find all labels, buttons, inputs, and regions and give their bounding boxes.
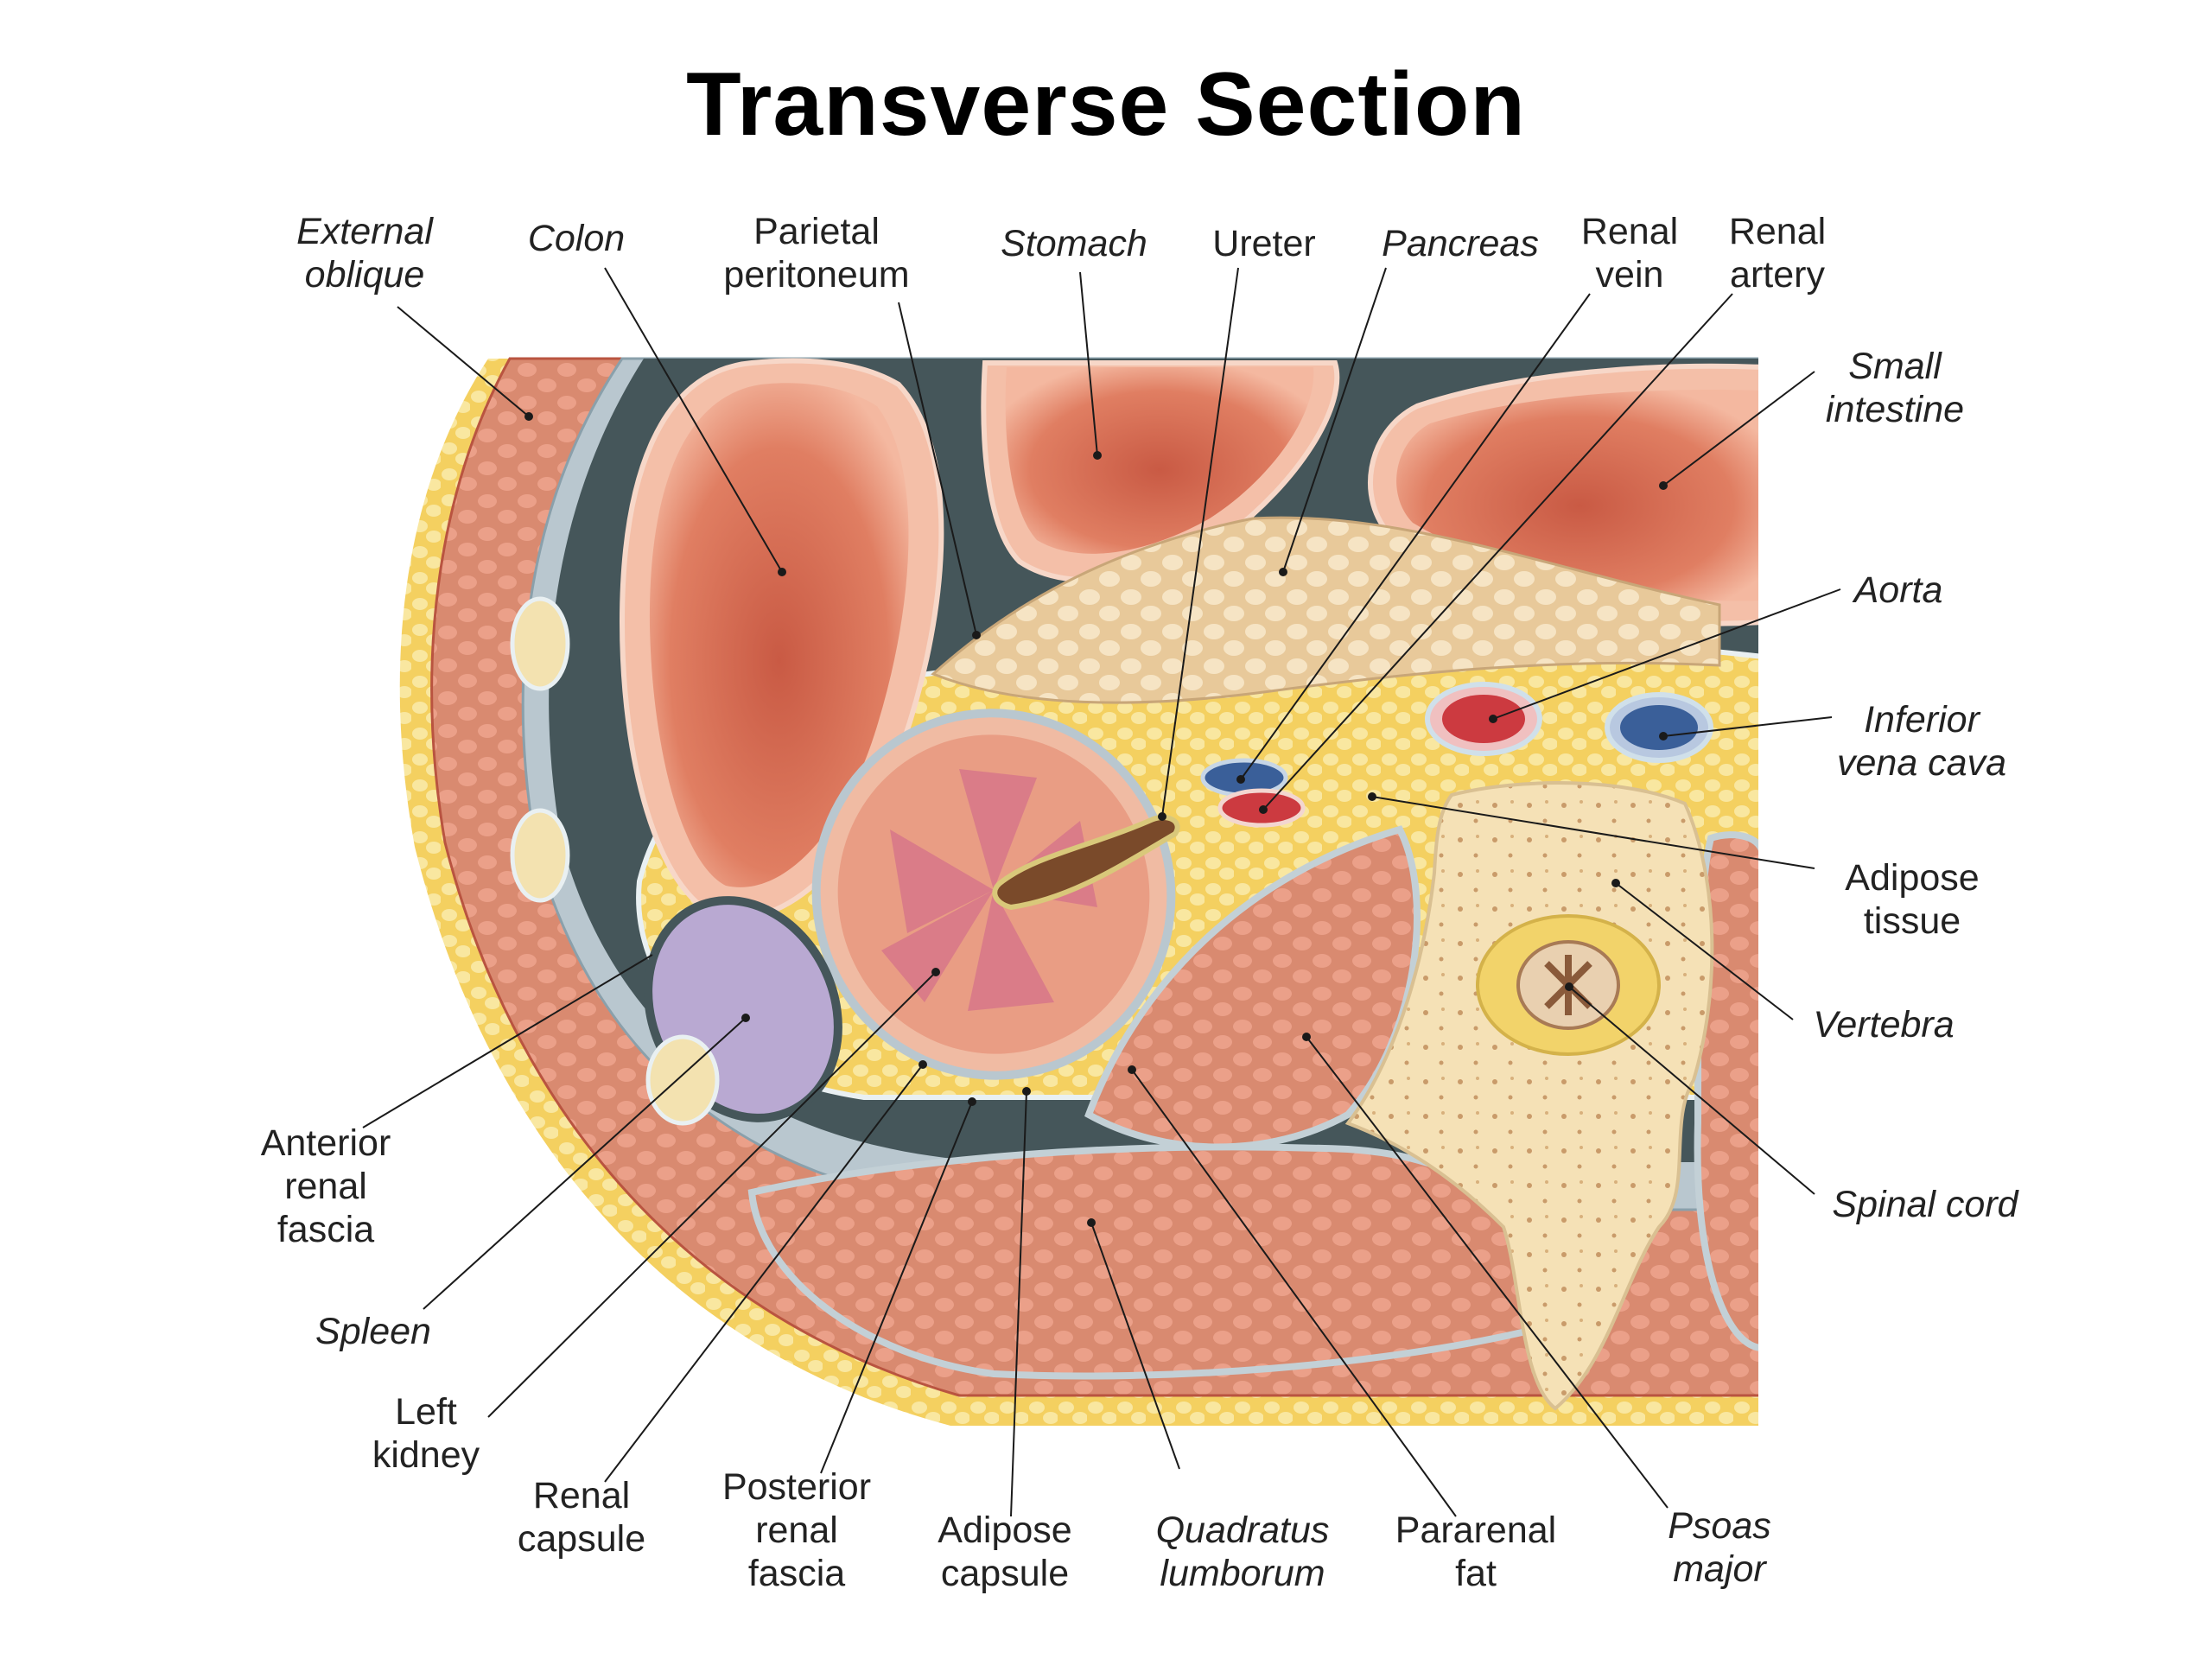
label-left-kidney: Left kidney (372, 1391, 480, 1476)
label-posterior-renal-fascia-line2: renal (755, 1510, 838, 1551)
label-adipose-tissue-line1: Adipose (1845, 857, 1979, 899)
label-quadratus-lumborum-line2: lumborum (1160, 1553, 1325, 1594)
label-aorta: Aorta (1852, 569, 1943, 611)
label-anterior-renal-fascia-line3: fascia (277, 1209, 374, 1250)
label-psoas-major-line1: Psoas (1668, 1505, 1771, 1547)
label-psoas-major: Psoas major (1668, 1505, 1771, 1590)
label-pancreas: Pancreas (1382, 223, 1539, 264)
label-parietal-peritoneum: Parietal peritoneum (723, 211, 909, 296)
label-adipose-tissue: Adipose tissue (1845, 857, 1979, 942)
label-external-oblique-line1: External (296, 211, 434, 252)
label-renal-vein-line1: Renal (1581, 211, 1678, 252)
label-renal-capsule: Renal capsule (518, 1475, 645, 1560)
stomach-lumen (1005, 367, 1314, 554)
ivc-lumen (1620, 705, 1698, 750)
label-left-kidney-line1: Left (395, 1391, 457, 1433)
label-posterior-renal-fascia: Posterior renal fascia (722, 1466, 871, 1594)
wall-vessel-bundle-2 (510, 808, 570, 903)
label-small-intestine-line2: intestine (1826, 389, 1964, 430)
label-adipose-capsule-line2: capsule (941, 1553, 1069, 1594)
label-small-intestine-line1: Small (1848, 346, 1942, 387)
label-adipose-capsule: Adipose capsule (938, 1510, 1071, 1594)
label-colon: Colon (528, 218, 625, 259)
label-psoas-major-line2: major (1673, 1548, 1767, 1590)
label-ureter: Ureter (1212, 223, 1315, 264)
label-quadratus-lumborum: Quadratus lumborum (1156, 1510, 1330, 1594)
label-spleen: Spleen (315, 1311, 431, 1352)
label-stomach: Stomach (1001, 223, 1147, 264)
page-title: Transverse Section (686, 54, 1526, 155)
colon-lumen (649, 383, 909, 887)
label-left-kidney-line2: kidney (372, 1434, 480, 1476)
label-renal-capsule-line2: capsule (518, 1518, 645, 1560)
label-anterior-renal-fascia: Anterior renal fascia (261, 1122, 391, 1250)
label-renal-vein-line2: vein (1596, 254, 1664, 296)
renal-pelvis (992, 815, 1180, 911)
label-quadratus-lumborum-line1: Quadratus (1156, 1510, 1330, 1551)
label-renal-capsule-line1: Renal (533, 1475, 630, 1516)
label-inferior-vena-cava: Inferior vena cava (1837, 699, 2006, 784)
label-renal-vein: Renal vein (1581, 211, 1678, 296)
label-inferior-vena-cava-line1: Inferior (1864, 699, 1981, 741)
label-adipose-capsule-line1: Adipose (938, 1510, 1071, 1551)
label-pararenal-fat-line1: Pararenal (1395, 1510, 1556, 1551)
label-parietal-peritoneum-line1: Parietal (753, 211, 880, 252)
label-posterior-renal-fascia-line1: Posterior (722, 1466, 871, 1508)
label-pararenal-fat: Pararenal fat (1395, 1510, 1556, 1594)
label-external-oblique: External oblique (296, 211, 434, 296)
label-spinal-cord: Spinal cord (1832, 1184, 2019, 1225)
wall-vessel-bundle-1 (510, 596, 570, 691)
label-parietal-peritoneum-line2: peritoneum (723, 254, 909, 296)
label-renal-artery-line1: Renal (1729, 211, 1826, 252)
label-anterior-renal-fascia-line2: renal (284, 1166, 367, 1207)
label-small-intestine: Small intestine (1826, 346, 1964, 430)
wall-vessel-bundle-3 (645, 1034, 720, 1126)
leader-lines (362, 267, 1841, 1517)
label-adipose-tissue-line2: tissue (1864, 900, 1961, 942)
label-anterior-renal-fascia-line1: Anterior (261, 1122, 391, 1164)
label-external-oblique-line2: oblique (305, 254, 425, 296)
label-renal-artery-line2: artery (1730, 254, 1825, 296)
label-pararenal-fat-line2: fat (1455, 1553, 1497, 1594)
label-posterior-renal-fascia-line3: fascia (748, 1553, 845, 1594)
label-inferior-vena-cava-line2: vena cava (1837, 742, 2006, 784)
label-renal-artery: Renal artery (1729, 211, 1826, 296)
aorta-lumen (1442, 695, 1525, 743)
label-vertebra: Vertebra (1813, 1004, 1954, 1046)
